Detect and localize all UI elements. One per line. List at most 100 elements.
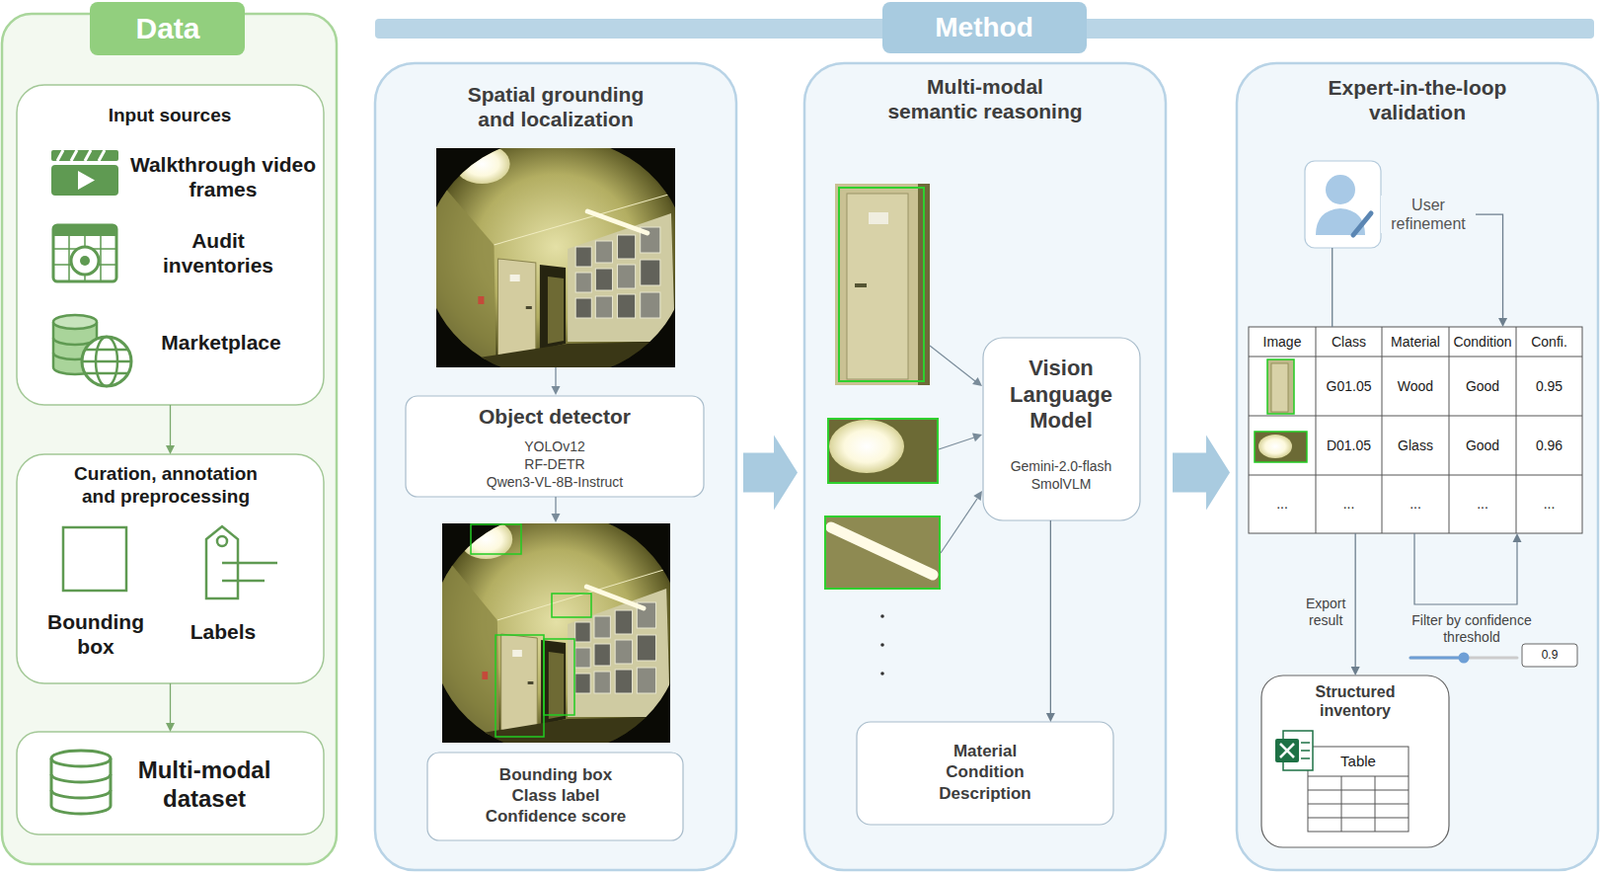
detection-photo [470,524,592,737]
table-header: Image [1263,333,1302,351]
text-label: Vision Language Model [996,355,1126,434]
connector-line [1355,533,1357,667]
door-thumbnail [1267,359,1295,414]
table-cell: Wood [1397,378,1434,395]
table-cell: 0.95 [1535,378,1563,395]
text-slot: Method [934,10,1034,45]
connector [165,683,175,732]
block-arrow [743,435,798,511]
arrowhead [165,722,175,732]
tube-crop [824,515,941,590]
text-slot: Wood [1397,378,1434,395]
detection-photo [551,593,592,617]
stage-panel: Spatial grounding and localizationObject… [375,63,737,870]
excel-icon [1280,743,1295,758]
stage-panel-shape [1236,63,1599,870]
lamp-thumbnail [1254,431,1307,462]
text-slot: Bounding box [499,764,612,785]
table-grid [1248,326,1583,534]
text-slot: D01.05 [1326,437,1372,455]
inventory-icon [79,255,90,266]
text-slot: Confi. [1530,333,1568,351]
lamp-crop [828,418,938,483]
output-box: Bounding boxClass labelConfidence score [427,752,684,840]
table-header: Confi. [1530,333,1568,351]
text-slot: Material [1390,333,1441,351]
text-slot: Confidence score [485,806,627,827]
inventory-icon [53,225,117,236]
detector-box-shape [405,395,704,497]
label-icon [222,562,278,581]
crop-arrow [972,433,983,443]
crop-arrow [929,345,983,553]
text-label: Spatial grounding and localization [452,81,660,132]
crop-arrow [972,377,983,386]
corridor-photo [436,144,676,368]
threshold-input-shape [1522,643,1578,667]
text-label: Bounding box [41,609,151,659]
lamp-thumbnail [1254,431,1307,462]
text-label: 0.9 [1541,647,1559,662]
user-icon [1315,174,1372,235]
table-cell: Glass [1397,437,1434,455]
text-label: Method [934,10,1034,45]
crop-arrow [940,498,978,553]
threshold-input: 0.9 [1522,643,1578,667]
table-grid [1248,326,1583,534]
ellipsis-dots [880,613,885,618]
data-panel: DataInput sourcesWalkthrough video frame… [1,13,337,864]
flow-arrow [554,367,556,387]
edge-label: Export result [1295,595,1356,629]
detector-box: Object detectorYOLOv12RF-DETRQwen3-VL-8B… [405,395,704,497]
text-slot: 0.9 [1541,647,1559,662]
connector [165,404,175,455]
text-slot: ... [1343,495,1356,513]
user-icon-box-shape [1304,160,1381,248]
text-slot: Export result [1295,595,1356,629]
text-slot: ... [1276,495,1289,513]
corridor-photo [436,144,676,368]
text-slot: 0.95 [1535,378,1563,395]
arrowhead [1046,712,1056,722]
stage-panel-shape [375,63,737,870]
filter-loop [1414,533,1518,605]
text-label: Multi-modal dataset [125,756,284,814]
video-icon [57,150,105,161]
text-slot: Class [1331,333,1367,351]
table-header: Condition [1452,333,1512,351]
door-thumbnail [1267,359,1295,414]
user-label: User refinement [1380,195,1476,233]
video-icon [77,170,95,190]
dataset-box: Multi-modal dataset [16,731,324,835]
database-icon [51,758,111,814]
text-slot: Material [953,741,1017,762]
arrowhead [1498,317,1508,327]
database-icon [51,750,111,766]
text-label: SmolVLM [1031,475,1092,493]
output-box-shape [856,721,1114,825]
connector-line [1050,520,1052,713]
text-slot: Marketplace [122,329,320,355]
text-slot: Structured inventory [1281,682,1430,720]
excel-icon [1300,742,1310,759]
text-slot: Condition [945,761,1024,782]
method-tab: Method [882,1,1087,54]
text-slot: Table [1340,752,1376,770]
curation-box-shape [16,454,324,684]
marketplace-icon [53,314,132,386]
note-label: Filter by confidence threshold [1402,611,1541,646]
inventory-icon [53,225,117,282]
door-crop [835,183,930,385]
door-thumbnail [1271,363,1289,412]
detection-photo [442,519,671,743]
text-slot: 0.96 [1535,437,1563,455]
flow-arrow [551,385,561,395]
text-slot: Class label [512,785,601,806]
spreadsheet-grid [1307,746,1409,832]
text-slot: User refinement [1380,195,1476,233]
data-panel-shape [1,13,337,864]
text-slot: SmolVLM [1031,475,1092,493]
